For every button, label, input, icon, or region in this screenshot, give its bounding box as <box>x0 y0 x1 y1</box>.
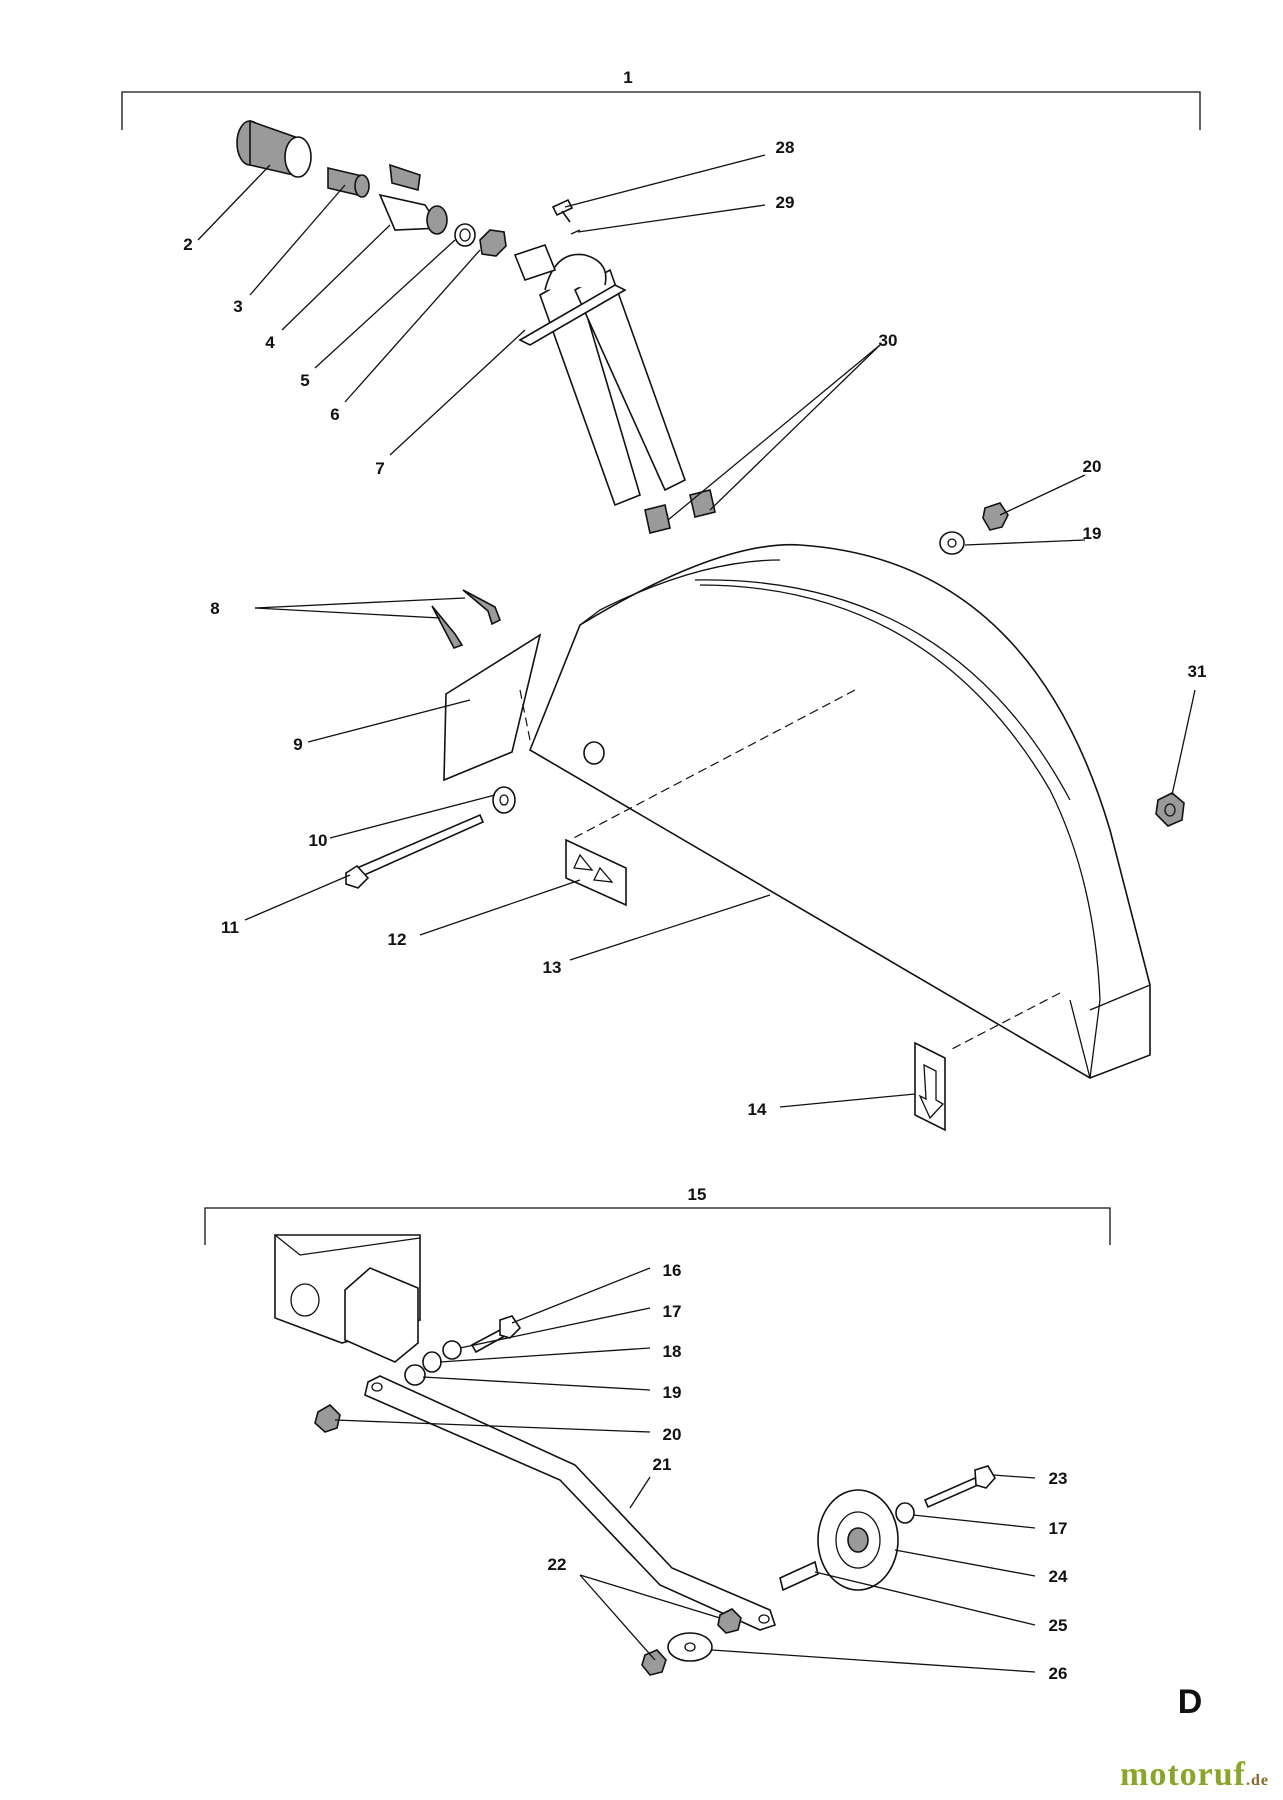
arrow-decal <box>914 1041 946 1132</box>
label-26: 26 <box>1049 1664 1068 1683</box>
rivet-8-lower <box>431 605 464 649</box>
warning-decal <box>565 838 627 907</box>
label-17-a: 17 <box>663 1302 682 1321</box>
label-12: 12 <box>388 930 407 949</box>
leader-lines <box>197 154 1196 1673</box>
label-28: 28 <box>776 138 795 157</box>
label-4: 4 <box>265 333 275 352</box>
washer-guard-hole <box>583 741 605 765</box>
label-7: 7 <box>375 459 384 478</box>
label-16: 16 <box>663 1261 682 1280</box>
label-1: 1 <box>623 68 632 87</box>
label-20-b: 20 <box>663 1425 682 1444</box>
hex-nut-6 <box>479 229 507 257</box>
mounting-bracket <box>274 1234 421 1363</box>
hose-coupling <box>236 119 312 178</box>
watermark-logo: motoruf.de <box>1120 1756 1269 1794</box>
label-17-b: 17 <box>1049 1519 1068 1538</box>
blade-guard <box>529 543 1151 1079</box>
label-19-a: 19 <box>1083 524 1102 543</box>
bolt-11 <box>355 813 485 878</box>
label-3: 3 <box>233 297 242 316</box>
nut-20-lower <box>314 1403 341 1433</box>
label-13: 13 <box>543 958 562 977</box>
label-29: 29 <box>776 193 795 212</box>
screw-28 <box>551 198 574 223</box>
washer-5 <box>454 223 476 247</box>
label-15: 15 <box>688 1185 707 1204</box>
nut-31 <box>1155 792 1185 827</box>
label-24: 24 <box>1049 1567 1068 1586</box>
bolt-23 <box>923 1476 980 1509</box>
nipple-fitting <box>327 166 370 198</box>
washer-10 <box>492 786 516 814</box>
bracket-group-1 <box>121 91 1201 130</box>
washer-17-lower <box>895 1502 915 1524</box>
water-tube <box>513 244 716 534</box>
mounting-plate <box>443 633 542 782</box>
label-5: 5 <box>300 371 309 390</box>
label-25: 25 <box>1049 1616 1068 1635</box>
wheel-arm <box>364 1375 777 1631</box>
nut-22-b <box>641 1649 667 1676</box>
label-9: 9 <box>293 735 302 754</box>
nut-22-a <box>717 1608 742 1634</box>
label-10: 10 <box>309 831 328 850</box>
washer-26 <box>667 1632 713 1662</box>
rivet-8-upper <box>462 589 502 626</box>
spacer-25 <box>779 1560 819 1592</box>
label-20-a: 20 <box>1083 457 1102 476</box>
washer-18 <box>422 1351 442 1373</box>
wheel <box>817 1489 899 1591</box>
label-8: 8 <box>210 599 219 618</box>
label-14: 14 <box>748 1100 767 1119</box>
watermark-tld: .de <box>1246 1772 1269 1789</box>
label-19-b: 19 <box>663 1383 682 1402</box>
watermark-brand: motoruf <box>1120 1756 1246 1793</box>
washer-19-upper <box>939 531 965 555</box>
bracket-group-15 <box>204 1207 1111 1245</box>
callout-labels: 1 2 3 4 5 6 7 8 9 10 11 12 13 14 15 16 1… <box>183 68 1206 1721</box>
label-11: 11 <box>221 918 239 937</box>
label-21: 21 <box>653 1455 672 1474</box>
label-6: 6 <box>330 405 339 424</box>
label-23: 23 <box>1049 1469 1068 1488</box>
bolt-16 <box>470 1328 505 1354</box>
label-18: 18 <box>663 1342 682 1361</box>
label-30: 30 <box>879 331 898 350</box>
washer-19-lower <box>404 1364 426 1386</box>
label-22: 22 <box>548 1555 567 1574</box>
section-letter: D <box>1178 1683 1203 1721</box>
ball-valve <box>378 163 448 235</box>
washer-29 <box>570 229 581 235</box>
nut-20-upper <box>982 502 1009 531</box>
label-2: 2 <box>183 235 192 254</box>
label-31: 31 <box>1188 662 1207 681</box>
washer-17-upper <box>442 1340 462 1360</box>
